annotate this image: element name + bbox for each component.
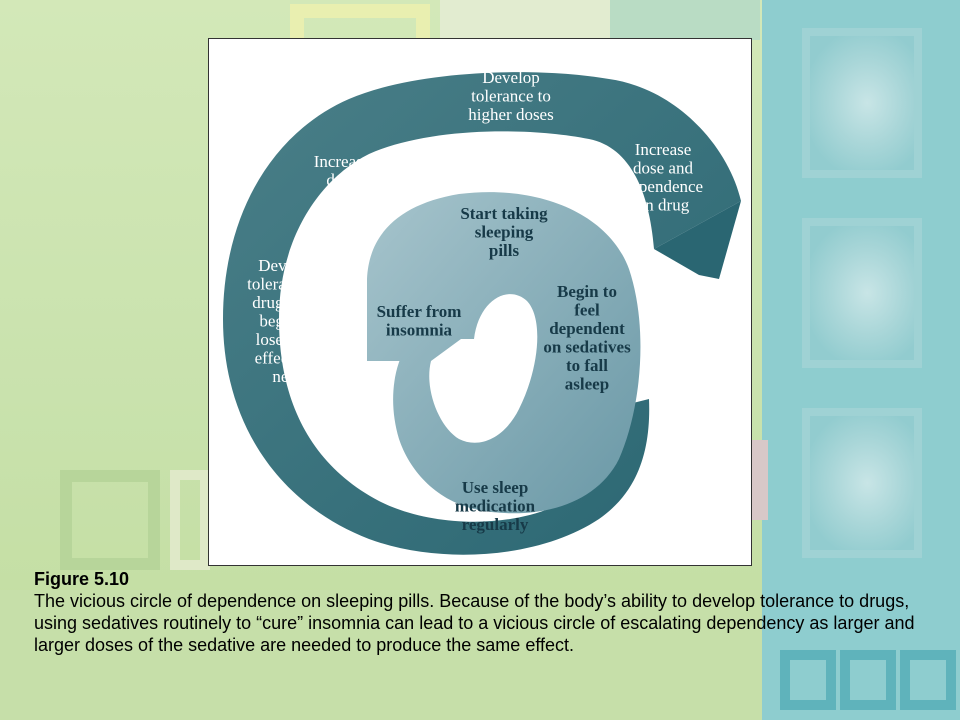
label-line: dependent xyxy=(549,319,625,338)
label-line: feel xyxy=(574,301,600,320)
figure-caption: Figure 5.10 The vicious circle of depend… xyxy=(34,568,934,656)
decor-square xyxy=(900,650,956,710)
label-line: sleeping xyxy=(475,223,534,242)
label-line: ness xyxy=(272,367,301,386)
label-line: to fall xyxy=(566,356,608,375)
inner-spiral-hole xyxy=(429,294,538,443)
label-line: dose xyxy=(326,171,357,190)
label-line: Begin to xyxy=(557,282,617,301)
decor-square xyxy=(0,590,770,720)
label-line: Use sleep xyxy=(462,478,529,497)
brain-scan-image xyxy=(802,28,922,178)
decor-square xyxy=(780,650,836,710)
label-line: begin to xyxy=(259,312,314,331)
label-line: on sedatives xyxy=(543,338,631,357)
label-line: Increase xyxy=(635,140,692,159)
label-line: Start taking xyxy=(460,204,548,223)
decor-square xyxy=(60,470,160,570)
figure-caption-text: The vicious circle of dependence on slee… xyxy=(34,591,915,655)
label-line: drug: pills xyxy=(252,293,321,312)
label-line: Develop xyxy=(482,68,540,87)
label-line: pills xyxy=(489,241,520,260)
label-line: Increase xyxy=(314,152,371,171)
label-line: on drug xyxy=(637,196,690,215)
label-line: Develop xyxy=(258,256,316,275)
decor-square xyxy=(752,440,768,520)
brain-scan-image xyxy=(802,218,922,368)
label-line: lose their xyxy=(256,330,319,349)
decor-square xyxy=(840,650,896,710)
decor-square xyxy=(610,0,760,40)
label-line: dose and xyxy=(633,159,693,178)
label-line: higher doses xyxy=(468,105,553,124)
label-line: regularly xyxy=(462,515,529,534)
label-line: tolerance to xyxy=(247,275,327,294)
label-line: tolerance to xyxy=(471,87,551,106)
label-line: effective- xyxy=(255,349,320,368)
label-line: insomnia xyxy=(386,321,453,340)
outer-spiral-tail xyxy=(654,201,741,279)
decor-square xyxy=(440,0,610,40)
label-line: dependence xyxy=(623,177,703,196)
label-line: medication xyxy=(455,497,536,516)
label-line: asleep xyxy=(565,375,609,394)
brain-scan-image xyxy=(802,408,922,558)
decor-square xyxy=(170,470,210,570)
label-line: Suffer from xyxy=(377,302,462,321)
figure-title: Figure 5.10 xyxy=(34,569,130,589)
